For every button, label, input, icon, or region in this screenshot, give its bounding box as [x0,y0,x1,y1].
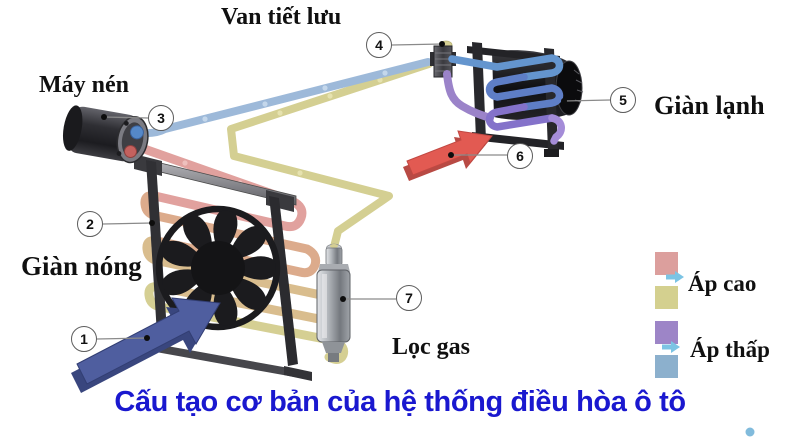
evaporator-airflow-arrow-icon [403,130,493,181]
compressor-body [62,105,149,164]
legend-low-pressure-label: Áp thấp [690,337,770,362]
callout-4: 4 [366,32,392,58]
receiver-drier-body [316,243,351,362]
evaporator-coil [448,54,565,145]
legend-high-pressure-label: Áp cao [688,271,757,296]
callout-5: 5 [610,87,636,113]
expansion-valve-label: Van tiết lưu [221,4,342,30]
expansion-valve-body [430,40,456,78]
callout-6: 6 [507,143,533,169]
legend-swatch-high-pressure-liquid [655,286,678,309]
evaporator-label: Giàn lạnh [654,91,765,120]
evaporator-feed-tube [443,70,494,122]
callout-leaders [96,43,611,340]
legend-swatch-high-pressure-gas [655,252,678,275]
condenser-label: Giàn nóng [21,251,142,281]
callout-7: 7 [396,285,422,311]
suction-line-tube [126,58,432,138]
condenser-frame [134,154,312,381]
callout-dots [101,41,567,341]
callout-3: 3 [148,105,174,131]
watermark-dot [745,427,755,437]
flow-arrow-icon [662,340,681,354]
diagram-title: Cấu tạo cơ bản của hệ thống điều hòa ô t… [114,386,686,418]
compressor-label: Máy nén [39,72,129,98]
flow-arrow-icon [666,270,685,284]
legend-swatch-low-pressure-gas [655,355,678,378]
callout-1: 1 [71,326,97,352]
callout-2: 2 [77,211,103,237]
legend-swatch-low-pressure-liquid [655,321,678,344]
liquid-line-tube [227,60,433,251]
condenser-airflow-arrow-icon [71,297,221,393]
receiver-drier-label: Lọc gas [392,334,470,360]
